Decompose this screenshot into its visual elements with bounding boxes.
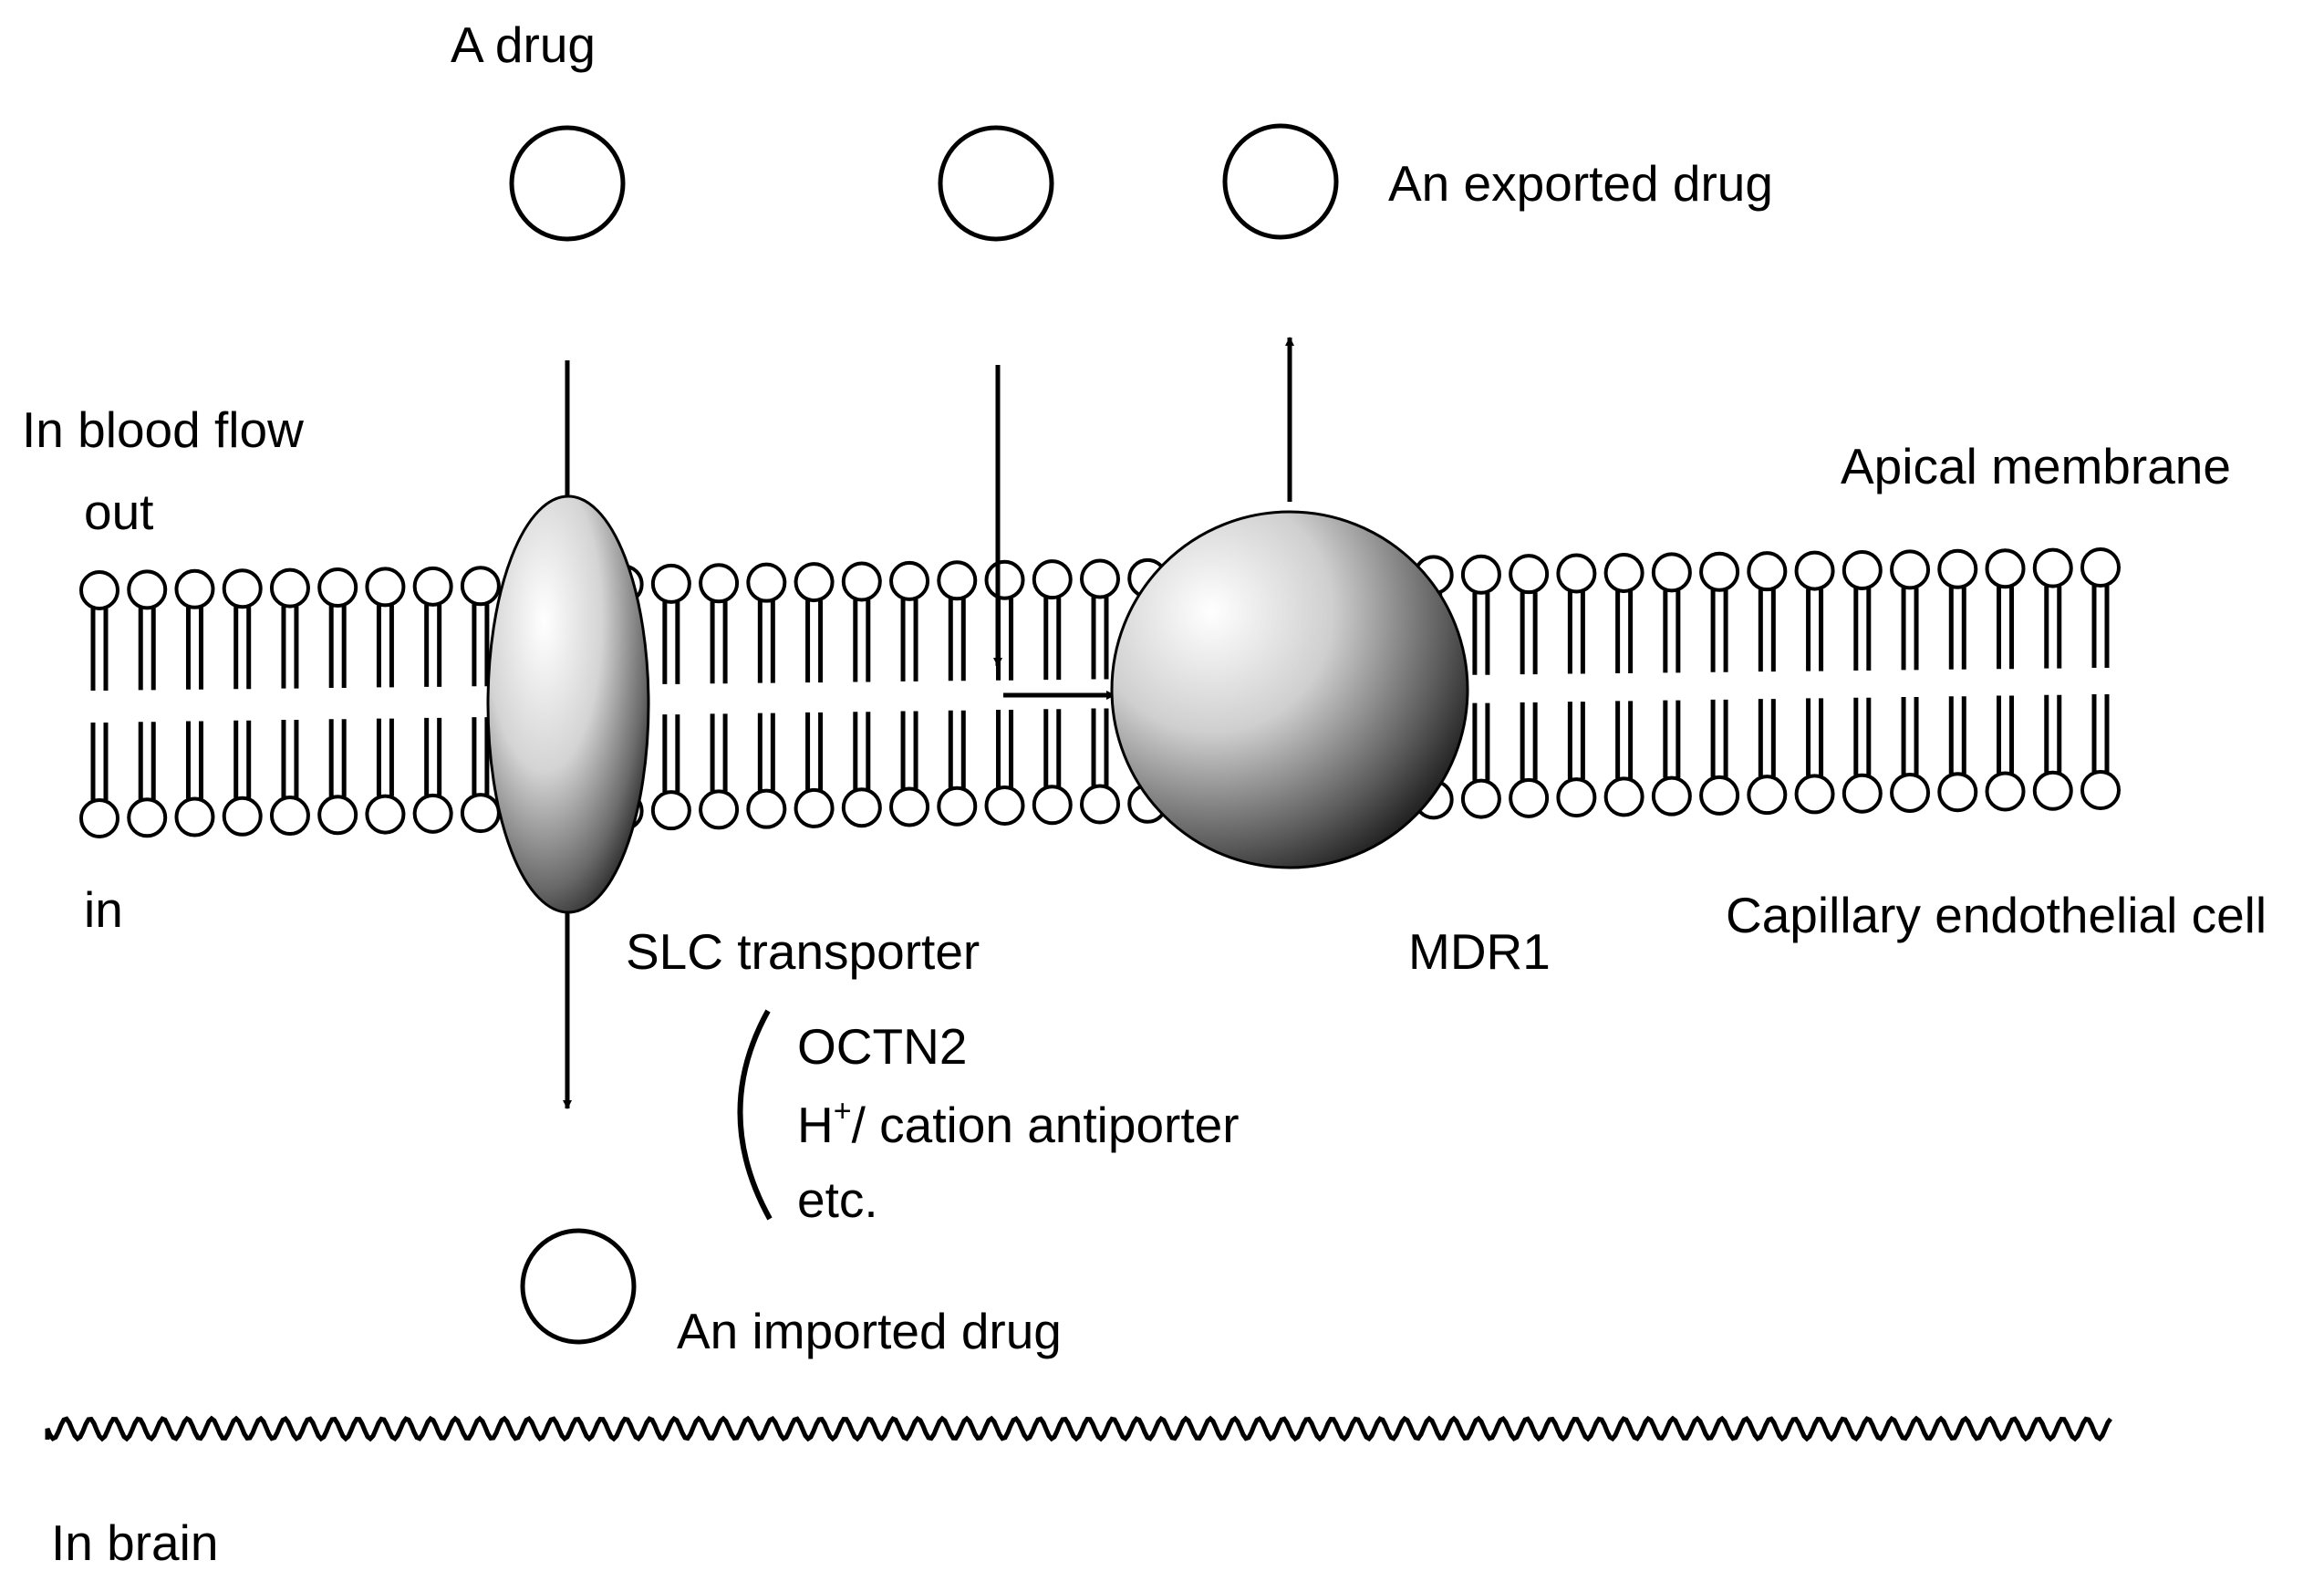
etc-label: etc. xyxy=(797,1171,878,1228)
mdr1-label: MDR1 xyxy=(1408,923,1551,980)
lipid-head xyxy=(1937,772,1978,813)
lipid-head xyxy=(79,798,119,838)
in-brain-label: In brain xyxy=(51,1514,219,1571)
lipid-head xyxy=(222,796,263,837)
lipid-head xyxy=(699,563,740,604)
lipid-head xyxy=(269,796,310,837)
lipid-head xyxy=(1985,771,2026,812)
lipid-head xyxy=(365,567,406,608)
lipid-head xyxy=(1651,775,1692,817)
lipid-head xyxy=(2032,770,2073,811)
lipid-head xyxy=(1890,772,1931,813)
drug-molecules xyxy=(509,123,1339,1345)
lipid-head xyxy=(1603,552,1644,593)
lipid-head xyxy=(984,785,1025,826)
lipid-head xyxy=(1651,552,1692,593)
lipid-head xyxy=(841,787,882,828)
lipid-head xyxy=(1032,785,1073,826)
drug-circle-exported xyxy=(1222,123,1339,240)
drug-circle-middle xyxy=(938,125,1054,242)
a-drug-label: A drug xyxy=(451,16,597,73)
lipid-head xyxy=(460,566,501,607)
slc-transporter-shape xyxy=(486,494,650,914)
lipid-head xyxy=(1794,774,1835,815)
lipid-head xyxy=(365,794,406,835)
lipid-head xyxy=(1509,554,1550,595)
lipid-head xyxy=(794,787,835,828)
in-label: in xyxy=(84,881,123,938)
lipid-head xyxy=(1937,548,1978,589)
drug-circle-imported xyxy=(520,1228,637,1345)
transport-proteins xyxy=(486,494,1469,914)
lipid-head xyxy=(412,793,453,834)
lipid-head xyxy=(794,562,835,603)
lipid-head xyxy=(222,568,263,609)
lipid-head xyxy=(1699,775,1740,816)
lipid-head xyxy=(1032,559,1073,600)
h-superscript: + xyxy=(833,1093,852,1129)
lipid-head xyxy=(1080,784,1120,825)
lipid-head xyxy=(269,567,310,609)
lipid-head xyxy=(1603,776,1644,817)
lipid-head xyxy=(317,795,358,836)
lipid-head xyxy=(841,561,882,602)
lipid-head xyxy=(2080,770,2121,810)
annotation-shapes xyxy=(45,1009,2112,1442)
lipid-head xyxy=(937,786,978,827)
lipid-head xyxy=(127,797,168,838)
lipid-head xyxy=(1509,777,1550,818)
lipid-head xyxy=(650,563,691,604)
lipid-head xyxy=(889,560,930,601)
lipid-head xyxy=(984,559,1025,600)
lipid-head xyxy=(174,796,215,838)
bracket-shape xyxy=(737,1009,773,1221)
in-blood-flow-label: In blood flow xyxy=(22,401,304,458)
capillary-cell-label: Capillary endothelial cell xyxy=(1726,887,2267,943)
mdr1-shape xyxy=(1110,510,1469,869)
lipid-head xyxy=(1890,549,1931,590)
lipid-head xyxy=(1842,549,1883,590)
lipid-head xyxy=(937,560,978,601)
imported-drug-label: An imported drug xyxy=(677,1303,1062,1359)
lipid-head xyxy=(1794,550,1835,591)
lipid-head xyxy=(1699,551,1740,592)
lipid-head xyxy=(412,566,453,607)
lipid-head xyxy=(746,788,787,829)
drug-circle-a-drug xyxy=(509,125,626,242)
lipid-head xyxy=(2080,547,2121,588)
lipid-head xyxy=(1556,553,1597,594)
antiporter-label: H+/ cation antiporter xyxy=(797,1096,1240,1153)
lipid-head xyxy=(1556,777,1597,818)
exported-drug-label: An exported drug xyxy=(1388,155,1773,212)
lipid-head xyxy=(174,568,215,609)
lipid-head xyxy=(79,570,119,610)
lipid-head xyxy=(1747,551,1788,592)
slc-transporter-label: SLC transporter xyxy=(626,923,980,980)
apical-membrane-label: Apical membrane xyxy=(1841,438,2231,494)
octn2-label: OCTN2 xyxy=(797,1018,968,1075)
lipid-head xyxy=(746,562,787,603)
lipid-head xyxy=(1842,773,1883,814)
lipid-head xyxy=(1985,548,2026,589)
lipid-head xyxy=(1080,558,1120,599)
lipid-head xyxy=(1747,775,1788,816)
lipid-head xyxy=(460,793,501,834)
brain-boundary-wave xyxy=(45,1415,2112,1442)
h-symbol: H xyxy=(797,1097,834,1153)
lipid-head xyxy=(889,786,930,827)
lipid-head xyxy=(2032,547,2073,588)
lipid-head xyxy=(650,790,691,831)
lipid-head xyxy=(1460,778,1501,819)
out-label: out xyxy=(84,484,154,540)
antiporter-text: / cation antiporter xyxy=(851,1097,1240,1153)
lipid-head xyxy=(699,789,740,830)
lipid-head xyxy=(317,567,358,609)
lipid-head xyxy=(127,569,168,610)
lipid-head xyxy=(1460,554,1501,595)
